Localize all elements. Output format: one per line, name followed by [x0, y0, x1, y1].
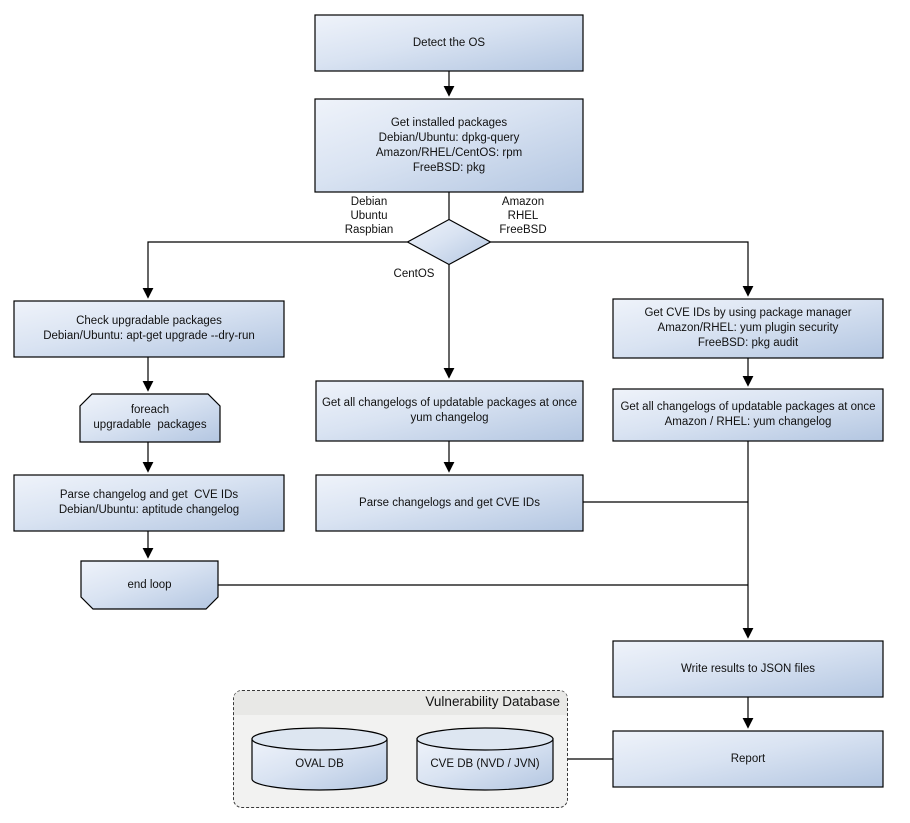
foreach-loop-label: foreach upgradable packages — [80, 394, 220, 442]
branch-debian: Debian — [350, 196, 388, 208]
centos-parse-text: Parse changelogs and get CVE IDs — [359, 496, 540, 509]
report-text: Report — [730, 752, 766, 765]
check-upgradable-line2: Debian/Ubuntu: apt-get upgrade --dry-run — [43, 330, 255, 342]
write-results-text: Write results to JSON files — [681, 662, 815, 675]
get-changelogs-amazon-label: Get all changelogs of updatable packages… — [613, 389, 883, 441]
amazon-changelogs-line2: Amazon / RHEL: yum changelog — [664, 416, 832, 428]
get-installed-line4: FreeBSD: pkg — [412, 161, 486, 174]
oval-db-label: OVAL DB — [252, 741, 387, 787]
cve-db-label: CVE DB (NVD / JVN) — [417, 741, 553, 787]
edge-decision-to-check-upgradable — [142, 241, 408, 299]
parse-changelog-deb-label: Parse changelog and get CVE IDs Debian/U… — [14, 475, 284, 531]
branch-rhel: RHEL — [507, 210, 539, 222]
parse-deb-line1: Parse changelog and get CVE IDs — [59, 489, 239, 501]
branch-freebsd: FreeBSD — [499, 224, 547, 236]
centos-changelogs-line2: yum changelog — [410, 412, 489, 424]
edge-label-centos-branch: CentOS — [384, 266, 444, 282]
get-cve-ids-pkg-mgr-label: Get CVE IDs by using package manager Ama… — [613, 299, 883, 358]
get-cve-line1: Get CVE IDs by using package manager — [644, 307, 852, 319]
detect-os-label: Detect the OS — [315, 15, 583, 71]
get-cve-line2: Amazon/RHEL: yum plugin security — [657, 322, 839, 334]
check-upgradable-line1: Check upgradable packages — [76, 315, 222, 327]
detect-os-text: Detect the OS — [412, 36, 486, 49]
end-loop-label: end loop — [81, 561, 218, 609]
edge-label-amazon-branch: Amazon RHEL FreeBSD — [480, 194, 566, 238]
edge-decision-to-get-cve-ids — [490, 241, 754, 297]
parse-deb-line2: Debian/Ubuntu: aptitude changelog — [58, 504, 240, 516]
amazon-changelogs-line1: Get all changelogs of updatable packages… — [620, 401, 876, 413]
edge-label-debian-branch: Debian Ubuntu Raspbian — [326, 194, 412, 238]
get-installed-line3: Amazon/RHEL/CentOS: rpm — [375, 146, 523, 159]
cve-db-text: CVE DB (NVD / JVN) — [430, 757, 540, 770]
end-loop-text: end loop — [127, 578, 172, 591]
oval-db-text: OVAL DB — [295, 757, 344, 770]
get-cve-line3: FreeBSD: pkg audit — [697, 337, 799, 349]
write-results-label: Write results to JSON files — [613, 641, 883, 697]
branch-ubuntu: Ubuntu — [350, 210, 388, 222]
check-upgradable-label: Check upgradable packages Debian/Ubuntu:… — [14, 301, 284, 357]
centos-changelogs-line1: Get all changelogs of updatable packages… — [321, 397, 578, 409]
get-installed-line1: Get installed packages — [390, 116, 508, 129]
parse-changelogs-centos-label: Parse changelogs and get CVE IDs — [316, 475, 583, 531]
foreach-line1: foreach — [130, 404, 170, 416]
get-installed-line2: Debian/Ubuntu: dpkg-query — [378, 131, 520, 144]
foreach-line2: upgradable packages — [93, 419, 207, 431]
branch-centos: CentOS — [393, 268, 435, 280]
get-changelogs-centos-label: Get all changelogs of updatable packages… — [316, 381, 583, 441]
vulnerability-database-header — [234, 691, 567, 715]
branch-raspbian: Raspbian — [344, 224, 394, 236]
branch-amazon: Amazon — [501, 196, 545, 208]
get-installed-packages-label: Get installed packages Debian/Ubuntu: dp… — [315, 99, 583, 192]
vulnerability-database-title: Vulnerability Database — [425, 694, 560, 709]
node-os-decision-diamond — [406, 218, 492, 266]
report-label: Report — [613, 731, 883, 787]
